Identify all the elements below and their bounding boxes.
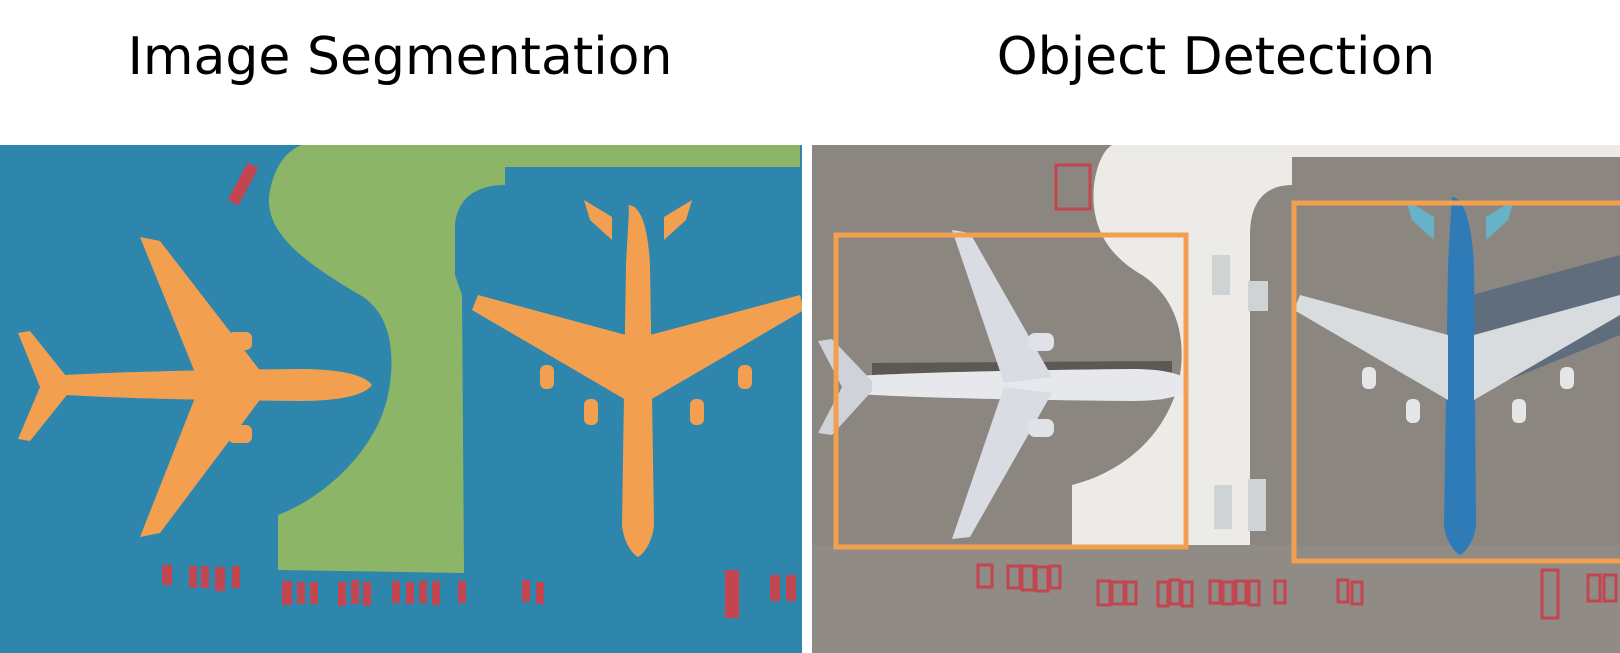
det-boxes-airplane bbox=[833, 200, 1620, 564]
seg-airplane-right bbox=[472, 200, 802, 557]
detection-panel bbox=[812, 145, 1620, 653]
seg-airplane-left bbox=[18, 237, 372, 537]
det-airplane-left bbox=[818, 230, 1192, 539]
detection-photo bbox=[812, 145, 1620, 653]
segmentation-title: Image Segmentation bbox=[127, 27, 673, 87]
seg-vehicles-bottom bbox=[162, 565, 796, 618]
det-airplane-right bbox=[1294, 197, 1620, 555]
det-apron bbox=[1072, 145, 1620, 550]
segmentation-panel bbox=[0, 145, 802, 653]
det-box-airplane-right bbox=[1291, 200, 1620, 564]
segmentation-mask bbox=[0, 145, 802, 653]
det-boxes-vehicle bbox=[976, 163, 1618, 620]
seg-ground-region bbox=[268, 145, 800, 573]
det-buildings bbox=[1212, 255, 1268, 531]
detection-title: Object Detection bbox=[996, 27, 1436, 87]
det-box-airplane-left bbox=[833, 232, 1189, 550]
seg-vehicle-top bbox=[227, 162, 259, 206]
